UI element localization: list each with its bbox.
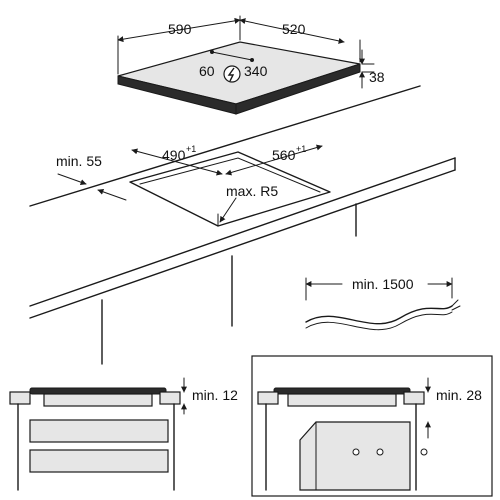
connection-point-right [250, 58, 254, 62]
electric-connection-icon [223, 65, 241, 83]
cable-strand-2 [451, 305, 461, 311]
hob-depth-label: 520 [282, 21, 306, 37]
cutout-depth-tol: +1 [296, 144, 306, 154]
hob-top-view: 60 340 [117, 41, 361, 115]
hob-dimensions: 590 520 38 [117, 15, 385, 89]
cable-length-label: min. 1500 [352, 276, 414, 292]
drawer-hob-body [43, 393, 153, 407]
conn-left-label: 60 [199, 63, 215, 79]
worktop [29, 85, 456, 365]
edge-dist-arrow-b [97, 188, 127, 201]
mains-cable: min. 1500 [305, 276, 461, 331]
install-drawers: min. 12 [9, 377, 238, 491]
connection-point-left [210, 50, 214, 54]
oven-worktop-left [257, 391, 279, 405]
drawer-gap-label: min. 12 [192, 387, 238, 403]
cutout: 490 +1 560 +1 max. R5 min. 55 [56, 144, 331, 227]
hob-height-label: 38 [369, 69, 385, 85]
oven-knob-3 [420, 448, 428, 456]
drawer-front-1 [29, 419, 169, 443]
conn-right-label: 340 [244, 63, 268, 79]
edge-distance-label: min. 55 [56, 153, 102, 169]
cutout-depth-label: 560 [272, 147, 296, 163]
drawer-hob-top [29, 387, 167, 395]
worktop-front-edge-bottom [29, 169, 456, 319]
dim-depth-arrow [239, 18, 345, 44]
cable-strand-1 [451, 299, 459, 307]
oven-hob-top [273, 387, 411, 395]
cable-wire-outer [305, 311, 453, 331]
cable-wire [305, 305, 453, 325]
hob-width-label: 590 [168, 21, 192, 37]
connection-span-line [211, 51, 253, 61]
oven-knob-1 [352, 448, 360, 456]
worktop-front-edge-top [29, 157, 456, 307]
oven-worktop-right [403, 391, 425, 405]
radius-leader [219, 197, 237, 223]
cutout-width-arrow [131, 148, 223, 176]
oven-body [299, 421, 411, 491]
edge-dist-arrow-a [57, 173, 87, 186]
install-oven: min. 28 [251, 355, 493, 497]
drawer-worktop-right [159, 391, 181, 405]
oven-panel-frame [251, 355, 493, 497]
worktop-back-edge [29, 85, 421, 207]
cutout-depth-arrow [225, 144, 323, 176]
drawer-worktop-left [9, 391, 31, 405]
dim-width-arrow [117, 17, 241, 43]
drawer-front-2 [29, 449, 169, 473]
corner-radius-label: max. R5 [226, 183, 278, 199]
oven-hob-body [287, 393, 397, 407]
cutout-width-tol: +1 [186, 144, 196, 154]
oven-knob-2 [376, 448, 384, 456]
oven-gap-label: min. 28 [436, 387, 482, 403]
cutout-width-label: 490 [162, 147, 186, 163]
